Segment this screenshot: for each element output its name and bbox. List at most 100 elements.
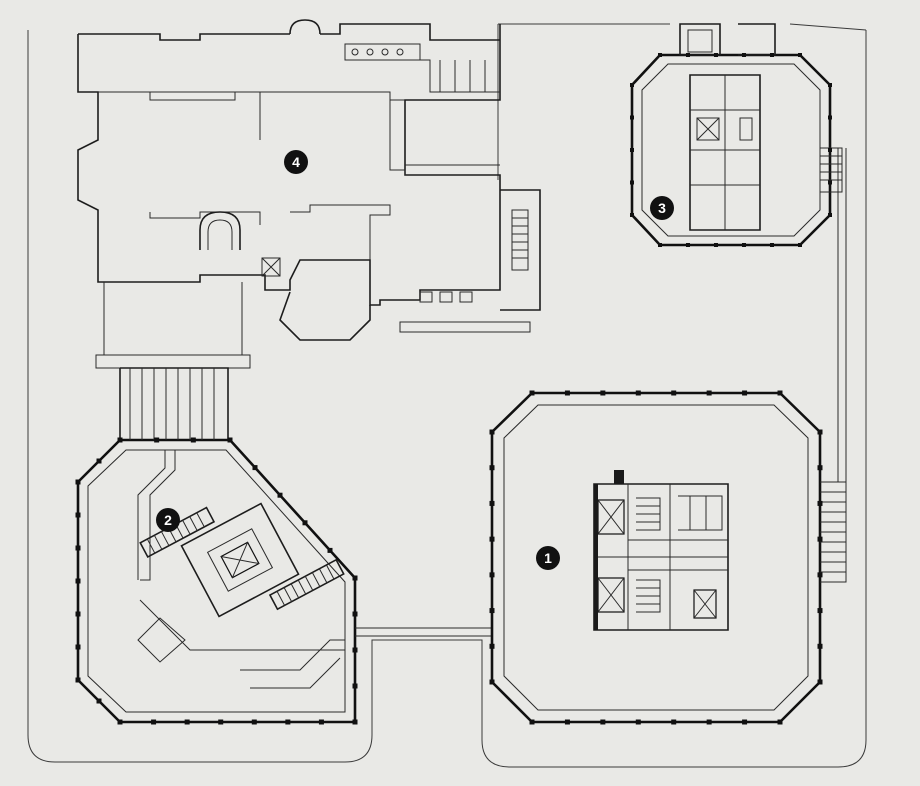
structural-column [817,572,823,578]
structural-column [285,719,291,725]
bridge-2-to-1 [355,627,492,637]
structural-column [529,390,535,396]
structural-column [777,390,783,396]
structural-column [352,647,358,653]
structural-column [154,437,160,443]
structural-column [742,719,748,725]
structural-column [489,465,495,471]
building-3-columns [630,53,832,247]
structural-column [714,243,718,247]
building-1-plan [490,148,847,724]
structural-column [770,53,774,57]
structural-column [817,500,823,506]
structural-column [828,180,832,185]
structural-column [352,611,358,617]
structural-column [75,479,81,485]
structural-column [352,683,358,689]
structural-column [828,148,832,152]
structural-column [635,390,641,396]
structural-column [770,243,774,247]
structural-column [630,115,634,120]
structural-column [75,545,81,551]
structural-column [706,390,712,396]
building-label-2-text: 2 [164,512,172,528]
building-label-1[interactable]: 1 [536,546,560,570]
structural-column [600,719,606,725]
building-label-4[interactable]: 4 [284,150,308,174]
structural-column [489,572,495,578]
structural-column [251,719,257,725]
structural-column [75,611,81,617]
structural-column [714,53,718,57]
structural-column [630,148,634,152]
structural-column [75,578,81,584]
structural-column [489,679,495,685]
building-label-1-text: 1 [544,550,552,566]
structural-column [798,53,802,57]
building-label-2[interactable]: 2 [156,508,180,532]
structural-column [600,390,606,396]
structural-column [817,465,823,471]
structural-column [817,608,823,614]
structural-column [630,213,634,217]
structural-column [277,492,283,498]
structural-column [151,719,157,725]
structural-column [96,698,102,704]
structural-column [828,115,832,120]
structural-column [75,677,81,683]
structural-column [630,83,634,87]
structural-column [817,429,823,435]
structural-column [635,719,641,725]
building-label-3-text: 3 [658,200,666,216]
structural-column [302,520,308,526]
structural-column [742,53,746,57]
site-boundary [27,23,867,768]
structural-column [352,719,358,725]
building-1-columns [489,390,823,725]
structural-column [828,213,832,217]
structural-column [184,719,190,725]
structural-column [352,575,358,581]
building-2-columns [75,437,358,725]
structural-column [218,719,224,725]
structural-column [671,719,677,725]
structural-column [117,437,123,443]
structural-column [529,719,535,725]
structural-column [489,643,495,649]
structural-column [489,500,495,506]
structural-column [658,53,662,57]
structural-column [75,644,81,650]
building-2-plan [76,367,357,724]
structural-column [630,180,634,185]
structural-column [327,547,333,553]
building-label-3[interactable]: 3 [650,196,674,220]
structural-column [706,719,712,725]
structural-column [489,608,495,614]
building-label-4-text: 4 [292,154,300,170]
structural-column [190,437,196,443]
structural-column [96,458,102,464]
structural-column [318,719,324,725]
structural-column [686,53,690,57]
structural-column [489,536,495,542]
structural-column [742,243,746,247]
structural-column [671,390,677,396]
structural-column [117,719,123,725]
structural-column [252,465,258,471]
structural-column [777,719,783,725]
structural-column [564,390,570,396]
structural-column [75,512,81,518]
structural-column [798,243,802,247]
structural-column [564,719,570,725]
structural-column [742,390,748,396]
structural-column [658,243,662,247]
structural-column [489,429,495,435]
building-4-plan [77,19,541,369]
structural-column [828,83,832,87]
structural-column [817,679,823,685]
structural-column [686,243,690,247]
structural-column [817,536,823,542]
structural-column [817,643,823,649]
structural-column [227,437,233,443]
